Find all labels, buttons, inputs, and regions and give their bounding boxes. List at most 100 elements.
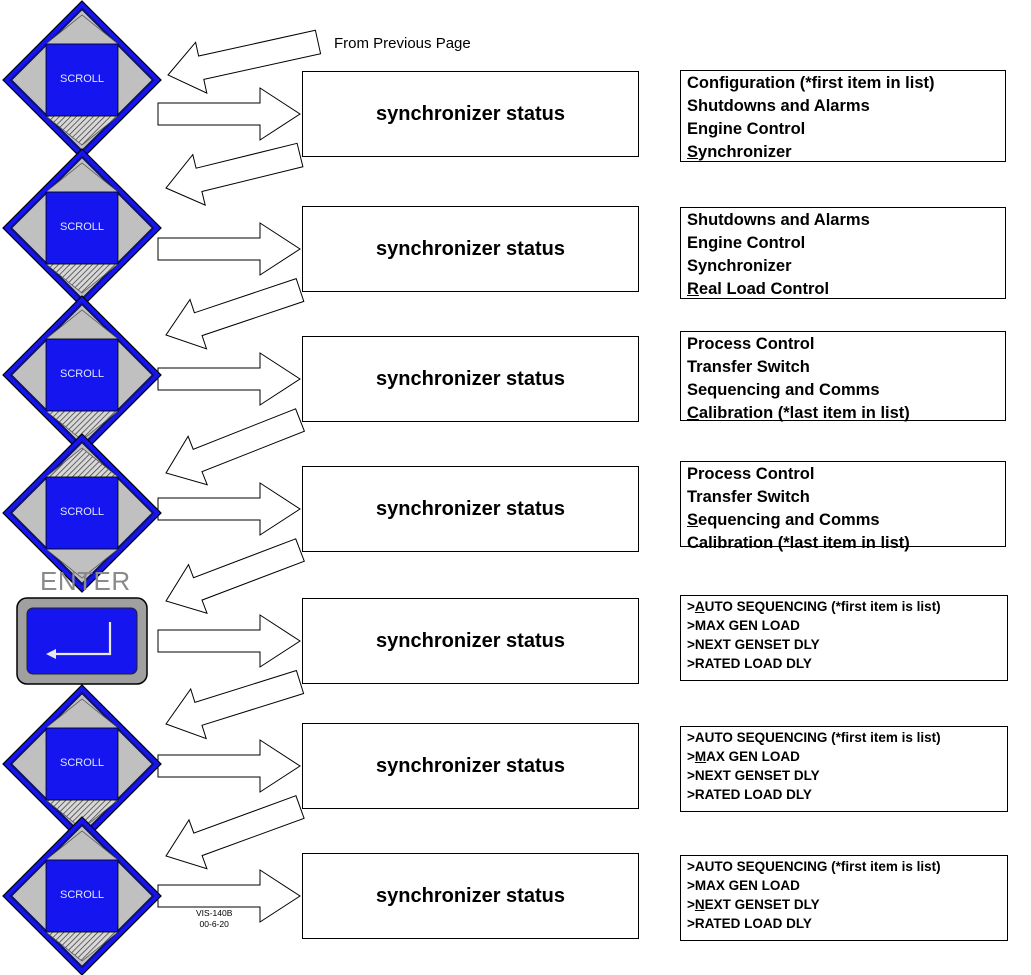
status-display-4: synchronizer status bbox=[302, 466, 639, 552]
scroll-key-label: SCROLL bbox=[59, 506, 105, 518]
enter-key-frame bbox=[16, 597, 148, 685]
return-arrowhead-icon bbox=[46, 649, 56, 659]
menu-item: >NEXT GENSET DLY bbox=[687, 895, 1001, 914]
menu-item-text: >RATED LOAD DLY bbox=[687, 916, 812, 931]
menu-item-text: Transfer Switch bbox=[687, 488, 810, 506]
menu-item: >RATED LOAD DLY bbox=[687, 785, 1001, 804]
scroll-up-icon bbox=[44, 830, 120, 861]
menu-item-text: Shutdowns and Alarms bbox=[687, 211, 870, 229]
menu-item-text: alibration (*last item in list) bbox=[698, 404, 910, 422]
to-status-arrow-3 bbox=[157, 352, 301, 406]
status-display-7: synchronizer status bbox=[302, 853, 639, 939]
menu-item-text: Synchronizer bbox=[687, 257, 792, 275]
menu-item-text: Process Control bbox=[687, 465, 815, 483]
enter-key-face bbox=[26, 607, 138, 675]
menu-item-text: > bbox=[687, 749, 695, 764]
scroll-up-icon bbox=[44, 309, 120, 340]
to-status-arrow-5 bbox=[157, 614, 301, 668]
menu-display-5: >AUTO SEQUENCING (*first item is list)>M… bbox=[680, 595, 1008, 681]
to-status-arrow-6 bbox=[157, 739, 301, 793]
scroll-down-pressed-icon bbox=[44, 263, 120, 294]
menu-item-text: >NEXT GENSET DLY bbox=[687, 768, 820, 783]
menu-item: Transfer Switch bbox=[687, 486, 999, 509]
cursor-letter: C bbox=[687, 404, 699, 422]
return-icon bbox=[52, 622, 112, 656]
menu-item-text: Sequencing and Comms bbox=[687, 381, 880, 399]
menu-item-text: UTO SEQUENCING (*first item is list) bbox=[704, 599, 941, 614]
figure-code: VIS-140B bbox=[196, 908, 233, 918]
menu-item: Engine Control bbox=[687, 232, 999, 255]
menu-item-text: >RATED LOAD DLY bbox=[687, 787, 812, 802]
menu-display-6: >AUTO SEQUENCING (*first item is list) >M… bbox=[680, 726, 1008, 812]
cursor-letter: M bbox=[694, 749, 707, 764]
status-display-3: synchronizer status bbox=[302, 336, 639, 422]
menu-item: Shutdowns and Alarms bbox=[687, 95, 999, 118]
menu-item-text: Configuration (*first item in list) bbox=[687, 74, 935, 92]
menu-item-text: >NEXT GENSET DLY bbox=[687, 637, 820, 652]
scroll-down-pressed-icon bbox=[44, 115, 120, 146]
menu-item: Calibration (*last item in list) bbox=[687, 532, 999, 555]
scroll-down-pressed-icon bbox=[44, 931, 120, 962]
menu-item-text: Engine Control bbox=[687, 120, 806, 138]
scroll-up-icon bbox=[44, 698, 120, 729]
menu-item-text: eal Load Control bbox=[698, 280, 830, 298]
menu-item: Synchronizer bbox=[687, 255, 999, 278]
menu-item: Engine Control bbox=[687, 118, 999, 141]
menu-item: >AUTO SEQUENCING (*first item is list) bbox=[687, 728, 1001, 747]
status-display-6: synchronizer status bbox=[302, 723, 639, 809]
scroll-key-label: SCROLL bbox=[59, 757, 105, 769]
from-previous-arrow bbox=[167, 29, 322, 94]
menu-item: >RATED LOAD DLY bbox=[687, 914, 1001, 933]
menu-item: >AUTO SEQUENCING (*first item is list) bbox=[687, 597, 1001, 616]
back-arrow-4 bbox=[165, 538, 305, 614]
menu-item: Transfer Switch bbox=[687, 356, 999, 379]
cursor-letter: S bbox=[687, 511, 699, 529]
menu-item: Shutdowns and Alarms bbox=[687, 209, 999, 232]
menu-item-text: >AUTO SEQUENCING (*first item is list) bbox=[687, 730, 941, 745]
scroll-key-label: SCROLL bbox=[59, 221, 105, 233]
menu-item-text: ynchronizer bbox=[698, 143, 792, 161]
scroll-key-label: SCROLL bbox=[59, 889, 105, 901]
menu-item: Process Control bbox=[687, 463, 999, 486]
cursor-letter: R bbox=[687, 280, 699, 298]
menu-item: Sequencing and Comms bbox=[687, 379, 999, 402]
status-display-5: synchronizer status bbox=[302, 598, 639, 684]
menu-item-text: >AUTO SEQUENCING (*first item is list) bbox=[687, 859, 941, 874]
menu-item-text: > bbox=[687, 897, 695, 912]
back-arrow-1 bbox=[165, 142, 304, 206]
menu-item-text: Process Control bbox=[687, 335, 815, 353]
back-arrow-6 bbox=[165, 795, 305, 870]
menu-item: Process Control bbox=[687, 333, 999, 356]
scroll-up-icon bbox=[44, 14, 120, 45]
menu-item-text: Engine Control bbox=[687, 234, 806, 252]
menu-item-text: Transfer Switch bbox=[687, 358, 810, 376]
menu-item: Synchronizer bbox=[687, 141, 999, 164]
scroll-down-pressed-icon bbox=[44, 410, 120, 441]
menu-item-text: Calibration (*last item in list) bbox=[687, 534, 910, 552]
menu-item: >AUTO SEQUENCING (*first item is list) bbox=[687, 857, 1001, 876]
enter-key-label: ENTER bbox=[40, 566, 131, 596]
from-previous-page-label: From Previous Page bbox=[334, 35, 471, 52]
menu-item: >NEXT GENSET DLY bbox=[687, 635, 1001, 654]
cursor-letter: S bbox=[687, 143, 699, 161]
menu-item: >RATED LOAD DLY bbox=[687, 654, 1001, 673]
to-status-arrow-4 bbox=[157, 482, 301, 536]
menu-item: >MAX GEN LOAD bbox=[687, 876, 1001, 895]
menu-item-text: > bbox=[687, 599, 695, 614]
cursor-letter: A bbox=[694, 599, 705, 614]
scroll-key-label: SCROLL bbox=[59, 368, 105, 380]
menu-item-text: Shutdowns and Alarms bbox=[687, 97, 870, 115]
scroll-key-label: SCROLL bbox=[59, 73, 105, 85]
back-arrow-5 bbox=[165, 669, 305, 740]
status-display-2: synchronizer status bbox=[302, 206, 639, 292]
menu-item-text: equencing and Comms bbox=[698, 511, 880, 529]
menu-display-1: Configuration (*first item in list) Shutd… bbox=[680, 70, 1006, 162]
menu-item: >MAX GEN LOAD bbox=[687, 616, 1001, 635]
menu-item: Real Load Control bbox=[687, 278, 999, 301]
menu-item: Configuration (*first item in list) bbox=[687, 72, 999, 95]
menu-item-text: AX GEN LOAD bbox=[706, 749, 800, 764]
menu-item-text: EXT GENSET DLY bbox=[704, 897, 820, 912]
back-arrow-3 bbox=[165, 408, 306, 486]
